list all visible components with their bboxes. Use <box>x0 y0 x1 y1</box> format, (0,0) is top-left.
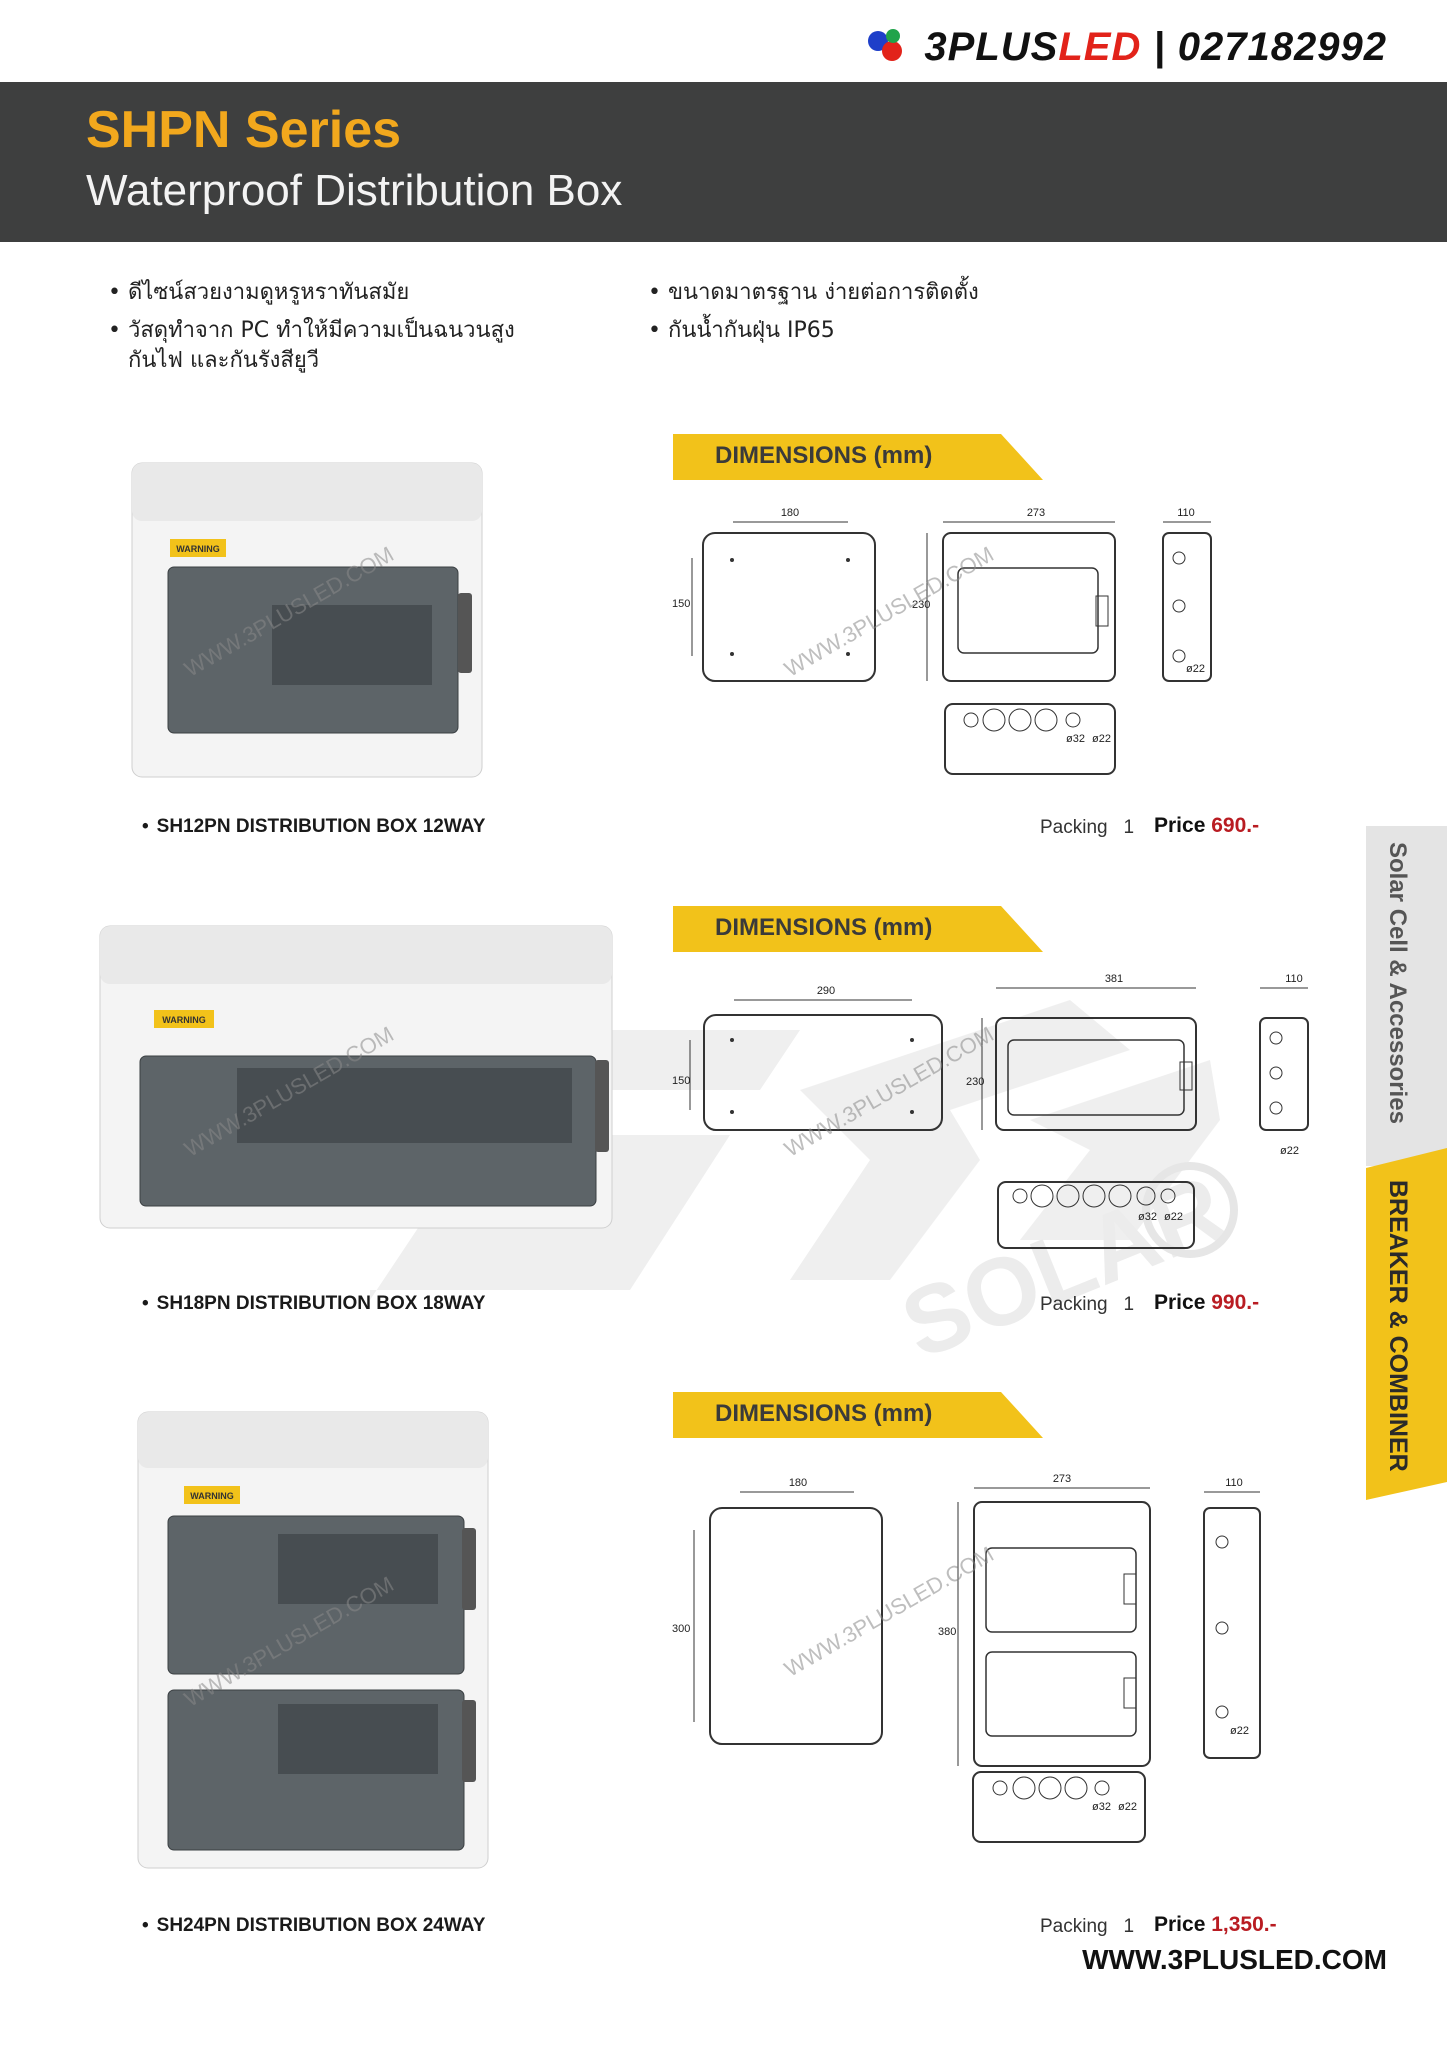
svg-text:150: 150 <box>672 598 690 610</box>
price: Price 1,350.- <box>1154 1913 1277 1936</box>
warning-label: WARNING <box>176 544 220 554</box>
svg-text:ø22: ø22 <box>1164 1211 1183 1223</box>
svg-text:ø22: ø22 <box>1118 1801 1137 1813</box>
svg-text:300: 300 <box>672 1623 690 1635</box>
svg-text:110: 110 <box>1285 973 1303 985</box>
product-photo-sh24pn: WARNING <box>137 1411 489 1869</box>
svg-text:110: 110 <box>1225 1477 1243 1489</box>
svg-text:ø32: ø32 <box>1138 1211 1157 1223</box>
svg-text:ø22: ø22 <box>1092 733 1111 745</box>
header-band <box>0 82 1447 242</box>
dimension-drawing-sh24pn: 180 300 273 380 110 ø22 ø32 ø22 <box>672 1473 1261 1843</box>
dimensions-banner: DIMENSIONS (mm) <box>673 434 1043 480</box>
feature-item-continued: กันไฟ และกันรังสียูวี <box>128 348 320 373</box>
dimensions-banner: DIMENSIONS (mm) <box>673 906 1043 952</box>
side-tab-breaker[interactable] <box>1366 1148 1447 1500</box>
product-name: •SH18PN DISTRIBUTION BOX 18WAY <box>142 1293 486 1314</box>
brand-name: 3PLUS <box>924 24 1059 69</box>
dimensions-title: DIMENSIONS (mm) <box>715 914 933 941</box>
side-tab-breaker-label: BREAKER & COMBINER <box>1384 1180 1412 1472</box>
page-subtitle: Waterproof Distribution Box <box>86 166 623 215</box>
svg-text:381: 381 <box>1105 973 1123 985</box>
product-name: •SH12PN DISTRIBUTION BOX 12WAY <box>142 816 486 837</box>
svg-text:110: 110 <box>1177 507 1195 519</box>
svg-text:ø32: ø32 <box>1092 1801 1111 1813</box>
side-tab-solar-cell-label: Solar Cell & Accessories <box>1384 842 1411 1124</box>
feature-item: •กันน้ำกันฝุ่น IP65 <box>648 318 835 343</box>
product-photo-sh12pn: WARNING <box>131 462 483 778</box>
background-logo: SOLAR <box>370 1000 1239 1379</box>
product-photo-sh18pn: WARNING <box>99 925 613 1229</box>
svg-text:ø22: ø22 <box>1280 1145 1299 1157</box>
svg-text:273: 273 <box>1027 507 1045 519</box>
svg-text:180: 180 <box>789 1477 807 1489</box>
packing-info: Packing 1 <box>1040 1916 1135 1937</box>
dimension-drawing-sh18pn: 290 150 381 230 110 ø22 ø32 ø22 <box>672 973 1309 1249</box>
svg-text:150: 150 <box>672 1075 690 1087</box>
svg-text:230: 230 <box>912 599 930 611</box>
brand-dots-icon <box>868 29 914 65</box>
warning-label: WARNING <box>162 1015 206 1025</box>
feature-item: •ขนาดมาตรฐาน ง่ายต่อการติดตั้ง <box>648 280 979 305</box>
packing-info: Packing 1 <box>1040 1294 1135 1315</box>
svg-text:ø22: ø22 <box>1186 663 1205 675</box>
dimensions-title: DIMENSIONS (mm) <box>715 442 933 469</box>
side-tab-solar-cell[interactable] <box>1366 826 1447 1166</box>
svg-text:380: 380 <box>938 1626 956 1638</box>
svg-text:180: 180 <box>781 507 799 519</box>
svg-text:230: 230 <box>966 1076 984 1088</box>
feature-item: •ดีไซน์สวยงามดูหรูหราทันสมัย <box>108 280 410 305</box>
packing-info: Packing 1 <box>1040 817 1135 838</box>
svg-text:273: 273 <box>1053 1473 1071 1485</box>
dimension-drawing-sh12pn: 180 150 273 230 110 ø22 ø32 ø22 <box>672 507 1212 775</box>
svg-text:ø32: ø32 <box>1066 733 1085 745</box>
page-title: SHPN Series <box>86 101 402 159</box>
price: Price 690.- <box>1154 814 1260 837</box>
brand-logo: 3PLUSLED | 027182992 <box>868 22 1387 72</box>
price: Price 990.- <box>1154 1291 1260 1314</box>
brand-separator: | <box>1153 24 1166 69</box>
svg-text:290: 290 <box>817 985 835 997</box>
dimensions-banner: DIMENSIONS (mm) <box>673 1392 1043 1438</box>
brand-phone: 027182992 <box>1177 24 1387 69</box>
brand-name-led: LED <box>1058 24 1142 69</box>
dimensions-title: DIMENSIONS (mm) <box>715 1400 933 1427</box>
svg-text:ø22: ø22 <box>1230 1725 1249 1737</box>
feature-item: •วัสดุทำจาก PC ทำให้มีความเป็นฉนวนสูง <box>108 318 515 343</box>
feature-list-right: •ขนาดมาตรฐาน ง่ายต่อการติดตั้ง •กันน้ำกั… <box>648 278 1148 354</box>
feature-list-left: •ดีไซน์สวยงามดูหรูหราทันสมัย •วัสดุทำจาก… <box>108 278 578 384</box>
warning-label: WARNING <box>190 1491 234 1501</box>
footer-website[interactable]: WWW.3PLUSLED.COM <box>1082 1944 1387 1975</box>
product-name: •SH24PN DISTRIBUTION BOX 24WAY <box>142 1915 486 1936</box>
